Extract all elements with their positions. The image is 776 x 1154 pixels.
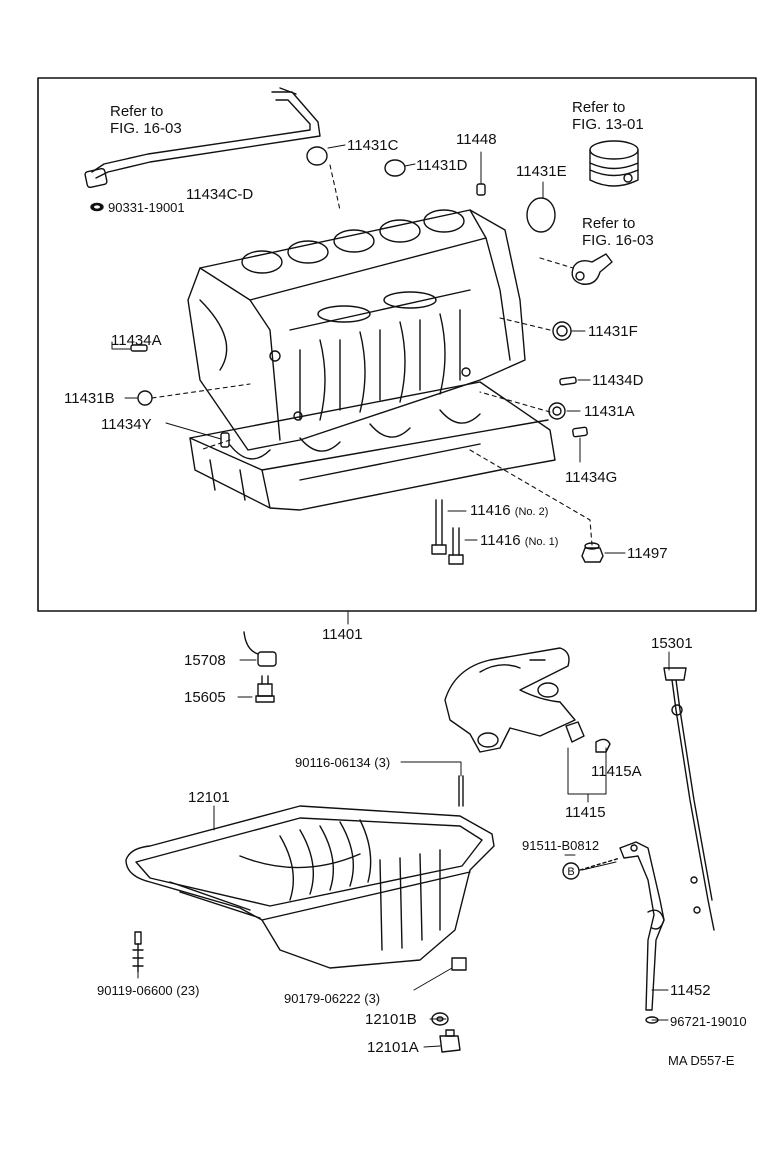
part-label-11434g: 11434G (565, 469, 618, 486)
part-label-12101: 12101 (188, 789, 230, 806)
part-label-11415a: 11415A (591, 763, 642, 780)
part-label-11431f: 11431F (588, 323, 638, 340)
part-label-90331-19001: 90331-19001 (108, 200, 185, 215)
part-label-90116-06134: 90116-06134 (3) (295, 755, 391, 770)
part-label-90119-06600: 90119-06600 (23) (97, 983, 200, 998)
part-label-11431a: 11431A (584, 403, 635, 420)
ref-line-2: FIG. 13-01 (572, 116, 644, 133)
ref-line-2: FIG. 16-03 (582, 232, 654, 249)
part-label-11497: 11497 (627, 545, 668, 562)
plug-illustrations (130, 146, 588, 448)
ref-fig-13-01: Refer to FIG. 13-01 (572, 99, 644, 133)
ref-line-1: Refer to (572, 99, 626, 116)
block-group-frame (37, 77, 757, 612)
oil-pan-illustration (125, 805, 495, 969)
callout-b-marker (562, 862, 580, 880)
part-number: 11416 (480, 532, 521, 549)
part-label-15708: 15708 (184, 652, 226, 669)
ref-line-1: Refer to (110, 103, 164, 120)
figure-code: MA D557-E (668, 1053, 735, 1068)
bolt-illustrations (431, 499, 604, 565)
part-label-11434y: 11434Y (101, 416, 152, 433)
part-label-11431c: 11431C (347, 137, 399, 154)
part-label-12101a: 12101A (367, 1039, 419, 1056)
ref-line-1: Refer to (582, 215, 636, 232)
part-label-12101b: 12101B (365, 1011, 417, 1028)
part-label-11431d: 11431D (416, 157, 468, 174)
dipstick-guide-illustration (619, 841, 665, 1024)
callout-b-letter: B (567, 866, 574, 878)
part-label-11401: 11401 (322, 626, 363, 643)
breather-tube-illustration (84, 87, 321, 212)
part-label-15301: 15301 (651, 635, 693, 652)
pan-fastener-illustrations (132, 775, 467, 1053)
part-label-90179-06222: 90179-06222 (3) (284, 991, 381, 1006)
lower-crankcase-illustration (189, 381, 556, 511)
part-label-11452: 11452 (670, 982, 711, 999)
part-number: 11416 (470, 502, 511, 519)
part-label-11448: 11448 (456, 131, 497, 148)
ref-fig-16-03-right: Refer to FIG. 16-03 (582, 215, 654, 249)
part-label-11415: 11415 (565, 804, 606, 821)
part-label-96721-19010: 96721-19010 (670, 1014, 747, 1029)
part-label-15605: 15605 (184, 689, 226, 706)
part-label-11434c-d: 11434C-D (186, 186, 254, 203)
oil-pressure-switch-illustration (243, 631, 277, 703)
part-label-11434a: 11434A (111, 332, 162, 349)
part-label-11431e: 11431E (516, 163, 567, 180)
part-label-11416-no1: 11416 (No. 1) (480, 532, 558, 551)
ref-line-2: FIG. 16-03 (110, 120, 182, 137)
oil-strainer-illustration (444, 647, 611, 753)
dipstick-illustration (663, 667, 715, 931)
cylinder-block-illustration (187, 209, 526, 451)
part-note: (No. 1) (524, 536, 559, 548)
oil-pipe-illustration (571, 253, 613, 285)
dashed-leaders (151, 164, 593, 546)
part-note: (No. 2) (514, 506, 549, 518)
piston-illustration (589, 140, 639, 187)
ref-fig-16-03-upper: Refer to FIG. 16-03 (110, 103, 182, 137)
part-label-91511-b0812: 91511-B0812 (522, 838, 600, 853)
callout-b-dashed-leader (579, 857, 621, 871)
part-label-11434d: 11434D (592, 372, 644, 389)
part-label-11431b: 11431B (64, 390, 115, 407)
part-label-11416-no2: 11416 (No. 2) (470, 502, 548, 521)
